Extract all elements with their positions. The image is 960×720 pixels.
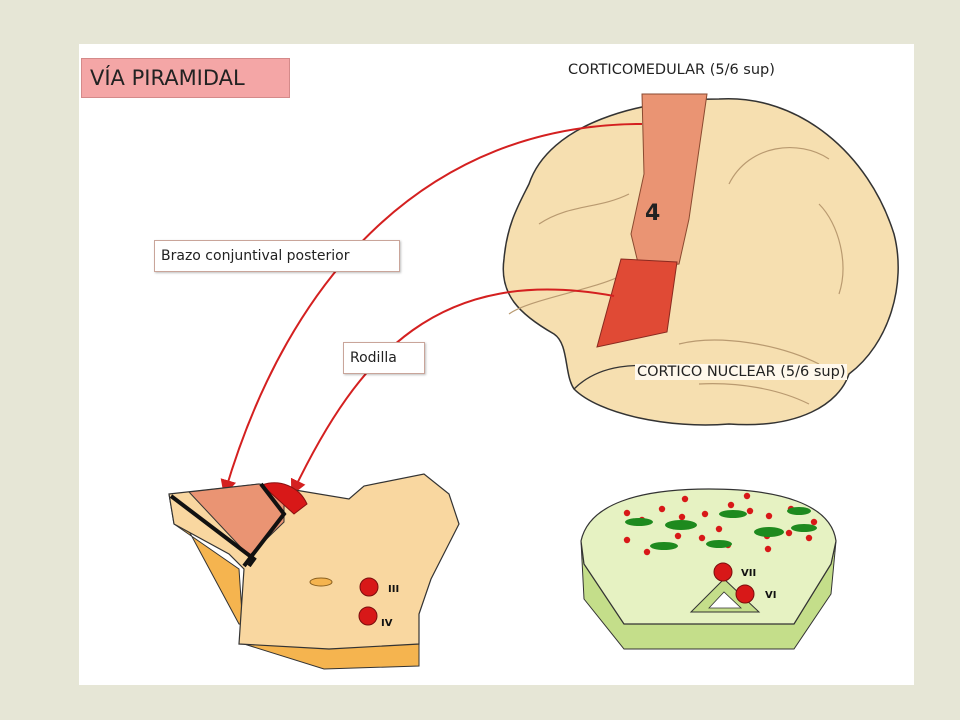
- slide: 4 III IV: [79, 44, 914, 685]
- nucleus-iii-dot: [359, 577, 379, 597]
- pons-red-dot: [681, 495, 689, 503]
- brain-fold: [508, 273, 625, 315]
- brain-fold: [728, 147, 830, 185]
- brazo-conjuntival-label: Brazo conjuntival posterior: [154, 240, 400, 272]
- brain-fold: [698, 383, 810, 405]
- pons-green-tract: [706, 540, 732, 548]
- nucleus-vi-dot: [735, 584, 755, 604]
- peduncle-knee: [261, 482, 308, 515]
- pons-dots: [623, 492, 818, 556]
- pons-green-tract: [719, 510, 747, 518]
- pons-red-dot: [701, 510, 709, 518]
- pons-red-dot: [698, 534, 706, 542]
- pons-red-dot: [764, 545, 772, 553]
- brain-fold: [538, 193, 630, 225]
- nucleus-vii-label: VII: [741, 568, 756, 579]
- pons-red-dot: [658, 505, 666, 513]
- page-title: VÍA PIRAMIDAL: [81, 58, 290, 98]
- fourth-ventricle-inner: [708, 591, 743, 609]
- area-4-label: 4: [645, 201, 660, 226]
- aqueduct: [309, 577, 333, 587]
- corticomedular-arrow: [220, 123, 643, 496]
- pyramidal-pathway-diagram: 4 III IV: [168, 93, 899, 670]
- pons-green-tract: [650, 542, 678, 550]
- pons-red-dot: [678, 513, 686, 521]
- cortico-nuclear-label: CORTICO NUCLEAR (5/6 sup): [635, 364, 848, 380]
- pons-red-dot: [623, 536, 631, 544]
- nucleus-vii-dot: [713, 562, 733, 582]
- motor-cortex-lower-strip: [596, 258, 678, 348]
- pons-green-tract: [625, 518, 653, 526]
- pons-red-dot: [810, 518, 818, 526]
- peduncle-boundary: [242, 482, 287, 568]
- pons-red-dot: [623, 509, 631, 517]
- pons-red-dot: [743, 492, 751, 500]
- brain-fold: [678, 339, 820, 365]
- pons-green-tract: [754, 527, 784, 537]
- pons-red-dot: [805, 534, 813, 542]
- nucleus-iii-label: III: [388, 584, 399, 595]
- pons-red-dot: [715, 525, 723, 533]
- pons-green-tract: [787, 507, 811, 515]
- corticomedular-label: CORTICOMEDULAR (5/6 sup): [568, 62, 775, 78]
- pons-red-dot: [765, 512, 773, 520]
- pons-red-dot: [674, 532, 682, 540]
- peduncle-boundary: [169, 494, 257, 568]
- pons-red-dot: [746, 507, 754, 515]
- midbrain-section: III IV: [168, 473, 460, 670]
- pons-red-dot: [643, 548, 651, 556]
- brain-lateral-view: 4: [502, 93, 899, 426]
- pons-red-dot: [785, 529, 793, 537]
- pons-green-tract: [665, 520, 697, 530]
- nucleus-iv-dot: [358, 606, 378, 626]
- nucleus-iv-label: IV: [381, 618, 393, 629]
- nucleus-vi-label: VI: [765, 590, 776, 601]
- brain-fold: [818, 203, 844, 295]
- pons-section: VII VI: [580, 488, 837, 650]
- cortico-nuclear-arrow: [290, 288, 615, 496]
- rodilla-label: Rodilla: [343, 342, 425, 374]
- pons-red-dot: [727, 501, 735, 509]
- pons-green-tract: [791, 524, 817, 532]
